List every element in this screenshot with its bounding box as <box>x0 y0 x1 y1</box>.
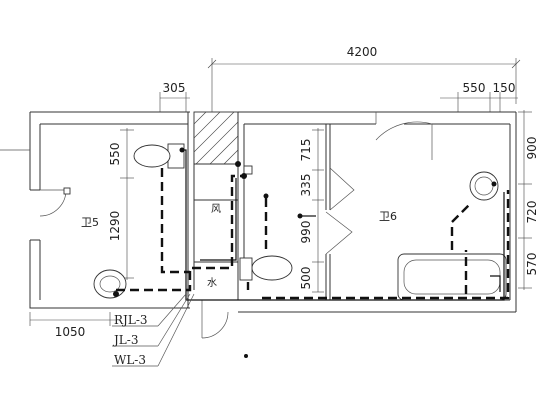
walls <box>0 111 517 339</box>
dim-overall-width: 4200 <box>347 45 378 59</box>
room-label-water: 水 <box>207 277 217 289</box>
dim-mid-v4: 500 <box>299 267 313 290</box>
room-label-left: 卫5 <box>81 216 99 229</box>
dim-top-left: 305 <box>163 81 186 95</box>
room-label-shaft: 风 <box>211 203 221 215</box>
dim-mid-v2: 335 <box>299 174 313 197</box>
leader-wl <box>157 293 195 367</box>
toilet-bowl-middle <box>251 255 293 281</box>
basin-right <box>469 171 499 201</box>
fixtures <box>63 143 507 301</box>
leader-jl <box>157 293 191 347</box>
pipe-label-rjl: RJL-3 <box>114 313 148 327</box>
toilet-tank-middle <box>239 257 253 281</box>
basin-left <box>93 269 127 299</box>
toilet-bowl-left <box>133 144 171 168</box>
dim-right-v1: 900 <box>525 137 539 160</box>
shaft-hatch <box>193 111 239 165</box>
leader-rjl <box>157 293 187 327</box>
pipe-label-jl: JL-3 <box>112 333 138 347</box>
pipes <box>112 147 510 367</box>
dim-right-v3: 570 <box>525 253 539 276</box>
dim-top-right-a: 550 <box>463 81 486 95</box>
dim-bottom-left: 1050 <box>55 325 86 339</box>
room-label-right: 卫6 <box>379 210 397 223</box>
dimension-lines <box>29 58 532 326</box>
dim-top-right-b: 150 <box>493 81 516 95</box>
dim-mid-v3: 990 <box>299 221 313 244</box>
pipe-label-wl: WL-3 <box>114 353 146 367</box>
dim-mid-v1: 715 <box>299 139 313 162</box>
dim-left-v2: 1290 <box>108 211 122 242</box>
dim-left-v1: 550 <box>108 143 122 166</box>
bathtub <box>397 253 507 301</box>
dim-right-v2: 720 <box>525 201 539 224</box>
